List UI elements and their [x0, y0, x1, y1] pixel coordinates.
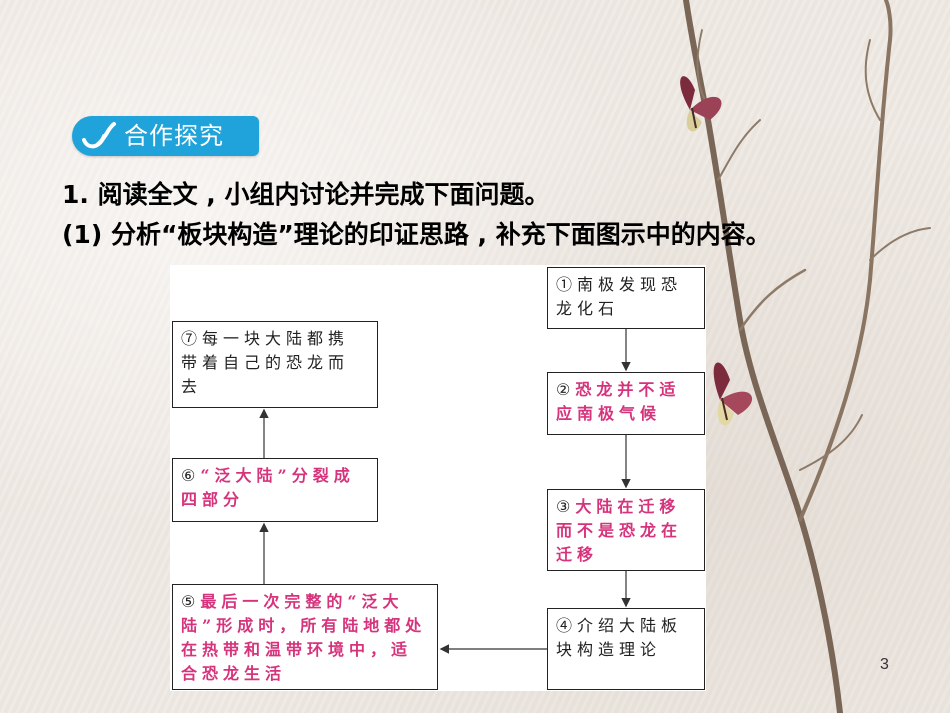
- box-4-number: ④: [556, 616, 578, 635]
- branch-twig-3: [869, 227, 931, 261]
- flow-box-3: ③大陆在迁移而不是恐龙在迁移: [547, 489, 705, 571]
- branch-twig-4: [799, 414, 863, 471]
- section-tag: 合作探究: [72, 116, 259, 156]
- branch-twig-6: [696, 29, 706, 101]
- flow-box-4: ④介绍大陆板块构造理论: [547, 608, 705, 690]
- box-1-text: 南极发现恐龙化石: [556, 275, 683, 318]
- flow-box-1: ①南极发现恐龙化石: [547, 267, 705, 329]
- flow-connectors: [259, 329, 631, 654]
- box-7-number: ⑦: [181, 329, 203, 348]
- branch-twig-1: [738, 268, 807, 332]
- flow-box-7: ⑦每一块大陆都携带着自己的恐龙而去: [172, 321, 378, 408]
- box-2-number: ②: [556, 380, 576, 399]
- flow-box-6: ⑥“泛大陆”分裂成四部分: [172, 458, 378, 522]
- flow-box-2: ②恐龙并不适应南极气候: [547, 372, 705, 435]
- box-3-answer: 大陆在迁移而不是恐龙在迁移: [556, 497, 683, 564]
- box-6-number: ⑥: [181, 466, 201, 485]
- question-line-2: (1) 分析“板块构造”理论的印证思路 , 补充下面图示中的内容。: [62, 220, 771, 249]
- section-tag-label: 合作探究: [124, 122, 224, 150]
- box-7-text: 每一块大陆都携带着自己的恐龙而去: [181, 329, 350, 396]
- question-line-1: 1. 阅读全文 , 小组内讨论并完成下面问题。: [62, 180, 550, 209]
- box-6-answer: “泛大陆”分裂成四部分: [181, 466, 355, 509]
- butterfly-icon: [680, 76, 722, 132]
- box-2-answer: 恐龙并不适应南极气候: [556, 380, 681, 423]
- butterfly-icon-2: [713, 362, 753, 426]
- flow-box-5: ⑤最后一次完整的“泛大陆”形成时，所有陆地都处在热带和温带环境中，适合恐龙生活: [172, 584, 438, 690]
- box-3-number: ③: [556, 497, 576, 516]
- box-5-number: ⑤: [181, 592, 201, 611]
- box-4-text: 介绍大陆板块构造理论: [556, 616, 683, 659]
- branch-twig-2: [717, 119, 761, 181]
- page-number: 3: [880, 656, 889, 673]
- box-1-number: ①: [556, 275, 578, 294]
- box-5-answer: 最后一次完整的“泛大陆”形成时，所有陆地都处在热带和温带环境中，适合恐龙生活: [181, 592, 427, 683]
- branch-twig-5: [864, 39, 881, 121]
- branch-right: [798, 0, 893, 522]
- flow-diagram: ①南极发现恐龙化石 ②恐龙并不适应南极气候 ③大陆在迁移而不是恐龙在迁移 ④介绍…: [170, 265, 706, 691]
- swoosh-icon: [82, 122, 116, 149]
- branch-decoration: [680, 0, 931, 713]
